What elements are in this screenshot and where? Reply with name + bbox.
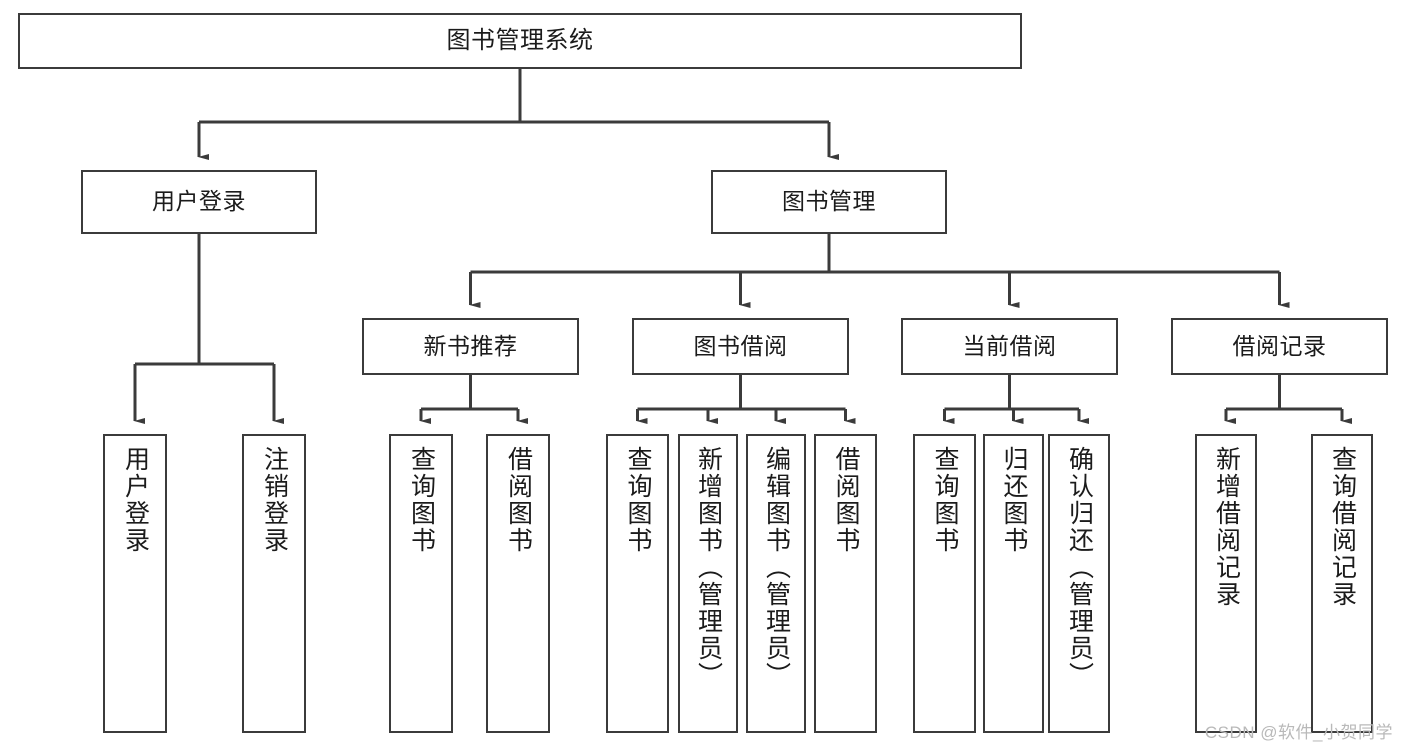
node-leaf-add-book[interactable]: 新增图书（管理员） [678, 434, 738, 733]
node-label: 确认归还（管理员） [1065, 446, 1094, 689]
node-root[interactable]: 图书管理系统 [18, 13, 1022, 69]
node-leaf-query-book-3[interactable]: 查询图书 [913, 434, 976, 733]
node-user-login[interactable]: 用户登录 [81, 170, 317, 234]
node-label: 查询图书 [624, 446, 652, 554]
node-leaf-query-record[interactable]: 查询借阅记录 [1311, 434, 1373, 733]
node-leaf-borrow-book-1[interactable]: 借阅图书 [486, 434, 550, 733]
node-book-borrow[interactable]: 图书借阅 [632, 318, 849, 375]
node-label: 图书管理 [782, 188, 876, 215]
node-label: 查询图书 [407, 446, 436, 554]
node-label: 借阅记录 [1232, 332, 1327, 359]
node-new-book-rec[interactable]: 新书推荐 [362, 318, 579, 375]
watermark-text: CSDN @软件_小贺同学 [1204, 723, 1393, 742]
node-label: 图书管理系统 [446, 26, 594, 54]
node-borrow-record[interactable]: 借阅记录 [1171, 318, 1388, 375]
node-current-borrow[interactable]: 当前借阅 [901, 318, 1118, 375]
node-leaf-user-login[interactable]: 用户登录 [103, 434, 167, 733]
node-label: 用户登录 [152, 188, 246, 215]
node-label: 新书推荐 [423, 332, 518, 359]
node-label: 用户登录 [121, 446, 150, 554]
node-leaf-add-record[interactable]: 新增借阅记录 [1195, 434, 1257, 733]
node-label: 归还图书 [1000, 446, 1028, 554]
node-label: 注销登录 [260, 446, 289, 554]
node-leaf-edit-book[interactable]: 编辑图书（管理员） [746, 434, 806, 733]
node-label: 新增图书（管理员） [694, 446, 723, 689]
node-label: 图书借阅 [693, 332, 788, 359]
node-label: 新增借阅记录 [1212, 446, 1241, 608]
node-label: 编辑图书（管理员） [762, 446, 791, 689]
node-leaf-query-book-2[interactable]: 查询图书 [606, 434, 669, 733]
node-leaf-borrow-book-2[interactable]: 借阅图书 [814, 434, 877, 733]
node-book-manage[interactable]: 图书管理 [711, 170, 947, 234]
node-label: 借阅图书 [504, 446, 533, 554]
node-label: 借阅图书 [832, 446, 860, 554]
node-leaf-query-book-1[interactable]: 查询图书 [389, 434, 453, 733]
node-leaf-user-logout[interactable]: 注销登录 [242, 434, 306, 733]
node-label: 当前借阅 [962, 332, 1057, 359]
node-label: 查询图书 [931, 446, 959, 554]
node-label: 查询借阅记录 [1328, 446, 1357, 608]
node-leaf-confirm-return[interactable]: 确认归还（管理员） [1048, 434, 1110, 733]
node-leaf-return-book[interactable]: 归还图书 [983, 434, 1044, 733]
